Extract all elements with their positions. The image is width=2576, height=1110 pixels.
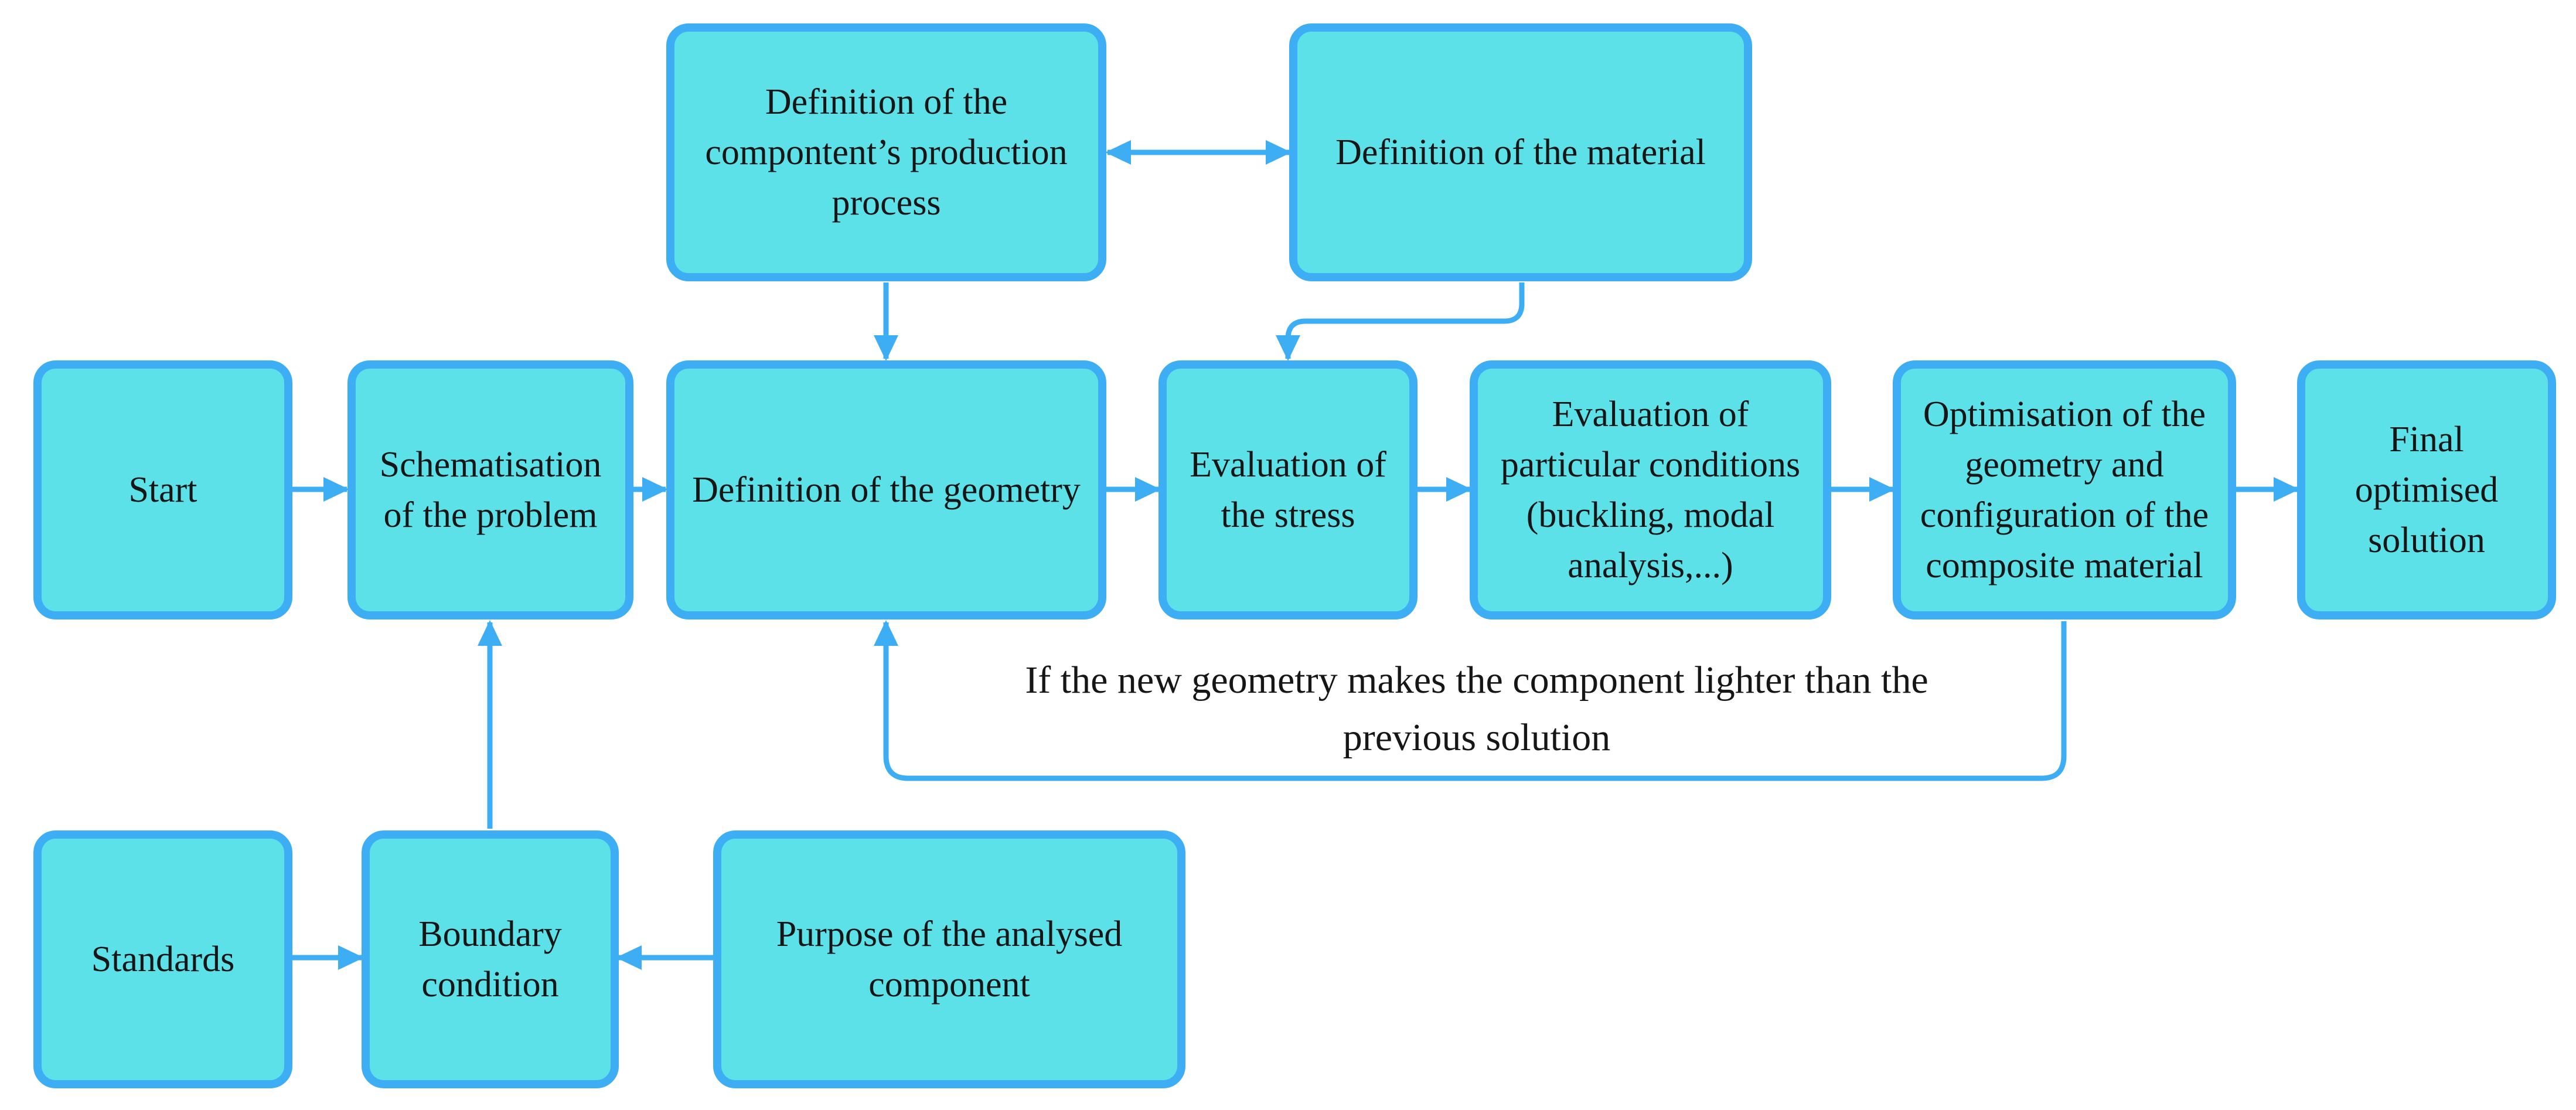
production-process-node: Definition of the compontent’s productio… [666, 23, 1106, 281]
optimisation-node-label: Optimisation of the geometry and configu… [1920, 394, 2209, 585]
schematisation-node-label: Schematisation of the problem [379, 445, 602, 535]
production-process-node-label: Definition of the compontent’s productio… [705, 82, 1068, 223]
final-solution-node: Final optimised solution [2297, 360, 2556, 619]
stress-node-label: Evaluation of the stress [1190, 445, 1386, 535]
material-node-label: Definition of the material [1335, 132, 1706, 172]
particular-conditions-node-label: Evaluation of particular conditions (buc… [1500, 394, 1801, 585]
particular-conditions-node: Evaluation of particular conditions (buc… [1470, 360, 1831, 619]
standards-node: Standards [33, 830, 292, 1088]
schematisation-node: Schematisation of the problem [347, 360, 633, 619]
stress-node: Evaluation of the stress [1158, 360, 1418, 619]
material-node: Definition of the material [1289, 23, 1752, 281]
boundary-condition-node-label: Boundary condition [418, 914, 562, 1005]
arrow-optimisation-loop-to-geometry [874, 620, 2067, 781]
boundary-condition-node: Boundary condition [362, 830, 619, 1088]
arrow-material-to-stress [1276, 282, 1525, 361]
geometry-node: Definition of the geometry [666, 360, 1106, 619]
loop-condition-label: If the new geometry makes the component … [1025, 659, 1928, 759]
start-node-label: Start [128, 470, 197, 510]
purpose-node: Purpose of the analysed component [713, 830, 1185, 1088]
purpose-node-label: Purpose of the analysed component [776, 914, 1123, 1005]
geometry-node-label: Definition of the geometry [692, 470, 1081, 510]
optimisation-node: Optimisation of the geometry and configu… [1893, 360, 2236, 619]
start-node: Start [33, 360, 292, 619]
final-solution-node-label: Final optimised solution [2354, 420, 2499, 560]
standards-node-label: Standards [91, 939, 235, 979]
